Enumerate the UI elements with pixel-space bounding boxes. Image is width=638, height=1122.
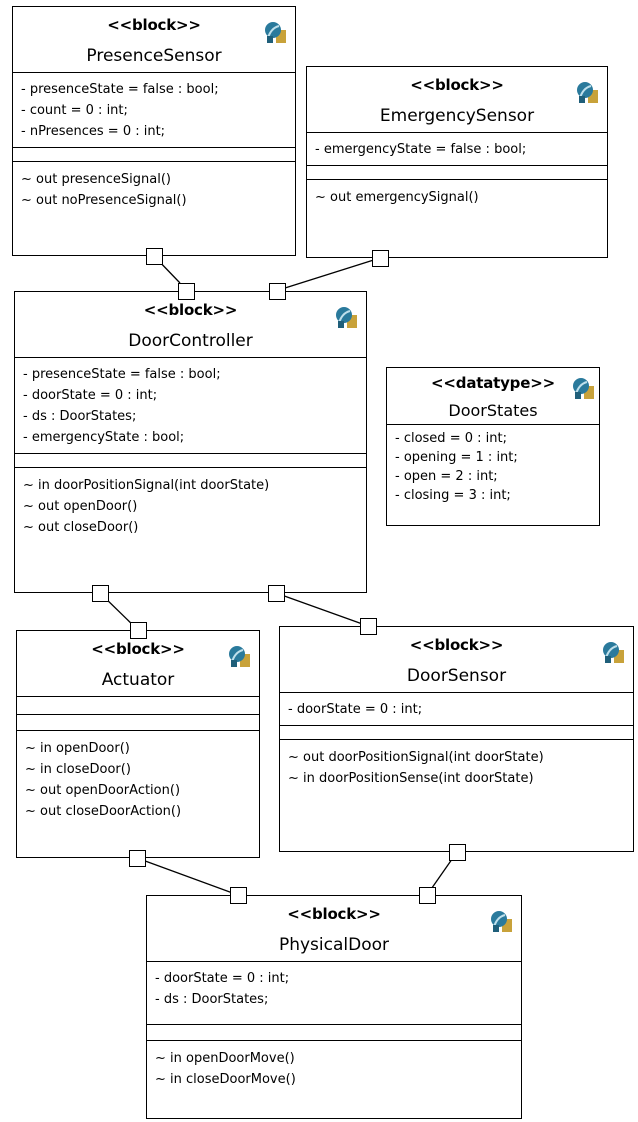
block-name: Actuator: [101, 670, 175, 690]
operation-line: ~ out presenceSignal(): [21, 172, 171, 187]
operation-line: ~ out doorPositionSignal(int doorState): [288, 750, 544, 765]
block-name: DoorController: [128, 331, 253, 351]
attribute-line: - closing = 3 : int;: [395, 488, 511, 503]
block-header: <<datatype>> DoorStates: [387, 368, 599, 425]
datatype-door-states[interactable]: <<datatype>> DoorStates - closed = 0 : i…: [386, 367, 600, 526]
block-name: DoorStates: [448, 401, 538, 420]
block-name: DoorSensor: [406, 666, 507, 686]
block-stereotype: <<block>>: [409, 636, 504, 654]
attribute-line: - ds : DoorStates;: [23, 409, 137, 424]
port-physicaldoor-actuator[interactable]: [230, 887, 247, 904]
attribute-line: - doorState = 0 : int;: [288, 702, 423, 717]
block-operations: ~ in openDoorMove() ~ in closeDoorMove(): [147, 1041, 521, 1095]
block-name: PresenceSensor: [86, 46, 222, 66]
port-controller-presence[interactable]: [178, 283, 195, 300]
class-icon: [265, 22, 286, 43]
operation-line: ~ out noPresenceSignal(): [21, 193, 187, 208]
connector-actuator-physicaldoor[interactable]: [136, 857, 239, 896]
block-separator: [17, 715, 259, 731]
block-name: EmergencySensor: [379, 106, 535, 126]
port-controller-emergency[interactable]: [269, 283, 286, 300]
block-stereotype: <<block>>: [410, 76, 504, 94]
attribute-line: - presenceState = false : bool;: [23, 367, 221, 382]
block-header: <<block>> PhysicalDoor: [147, 896, 521, 962]
operation-line: ~ out openDoorAction(): [25, 783, 181, 798]
block-presence-sensor[interactable]: <<block>> PresenceSensor - presenceState…: [12, 6, 296, 256]
operation-line: ~ in closeDoor(): [25, 762, 131, 777]
block-actuator[interactable]: <<block>> Actuator ~ in openDoor() ~ in …: [16, 630, 260, 858]
class-icon: [573, 378, 594, 399]
block-stereotype: <<block>>: [107, 16, 201, 34]
operation-line: ~ out closeDoor(): [23, 520, 139, 535]
port-controller-actuator[interactable]: [92, 585, 109, 602]
block-header: <<block>> EmergencySensor: [307, 67, 607, 133]
block-attributes: - doorState = 0 : int;: [280, 693, 633, 726]
attribute-line: - count = 0 : int;: [21, 103, 128, 118]
block-separator: [13, 148, 295, 162]
block-operations: ~ out presenceSignal() ~ out noPresenceS…: [13, 162, 295, 216]
block-attributes: - emergencyState = false : bool;: [307, 133, 607, 166]
block-attributes-empty: [17, 697, 259, 715]
attribute-line: - presenceState = false : bool;: [21, 82, 219, 97]
attribute-line: - closed = 0 : int;: [395, 431, 507, 446]
operation-line: ~ out emergencySignal(): [315, 190, 479, 205]
operation-line: ~ in openDoorMove(): [155, 1051, 295, 1066]
class-icon: [491, 911, 512, 932]
connector-emergency-controller[interactable]: [284, 257, 381, 289]
block-stereotype: <<block>>: [143, 301, 238, 319]
attribute-line: - emergencyState : bool;: [23, 430, 185, 445]
block-stereotype: <<block>>: [91, 640, 185, 658]
port-actuator-controller[interactable]: [130, 622, 147, 639]
block-stereotype: <<datatype>>: [431, 374, 555, 392]
operation-line: ~ out closeDoorAction(): [25, 804, 182, 819]
port-physicaldoor-doorsensor[interactable]: [419, 887, 436, 904]
port-doorsensor-controller[interactable]: [360, 618, 377, 635]
connector-controller-doorsensor[interactable]: [275, 592, 369, 627]
block-attributes: - presenceState = false : bool; - count …: [13, 73, 295, 148]
attribute-line: - emergencyState = false : bool;: [315, 142, 527, 157]
class-icon: [229, 646, 250, 667]
block-door-controller[interactable]: <<block>> DoorController - presenceState…: [14, 291, 367, 593]
block-attributes: - closed = 0 : int; - opening = 1 : int;…: [387, 425, 599, 510]
block-operations: ~ in openDoor() ~ in closeDoor() ~ out o…: [17, 731, 259, 827]
block-name: PhysicalDoor: [278, 935, 390, 955]
port-doorsensor-physicaldoor[interactable]: [449, 844, 466, 861]
block-separator: [147, 1025, 521, 1041]
port-presence-sensor[interactable]: [146, 248, 163, 265]
attribute-line: - open = 2 : int;: [395, 469, 498, 484]
attribute-line: - doorState = 0 : int;: [155, 971, 290, 986]
port-controller-doorsensor[interactable]: [268, 585, 285, 602]
operation-line: ~ in closeDoorMove(): [155, 1072, 296, 1087]
class-icon: [603, 642, 624, 663]
attribute-line: - opening = 1 : int;: [395, 450, 518, 465]
block-emergency-sensor[interactable]: <<block>> EmergencySensor - emergencySta…: [306, 66, 608, 258]
operation-line: ~ out openDoor(): [23, 499, 138, 514]
block-header: <<block>> PresenceSensor: [13, 7, 295, 73]
block-header: <<block>> DoorSensor: [280, 627, 633, 693]
block-stereotype: <<block>>: [287, 905, 381, 923]
operation-line: ~ in openDoor(): [25, 741, 130, 756]
operation-line: ~ in doorPositionSignal(int doorState): [23, 478, 270, 493]
operation-line: ~ in doorPositionSense(int doorState): [288, 771, 534, 786]
block-header: <<block>> DoorController: [15, 292, 366, 358]
attribute-line: - doorState = 0 : int;: [23, 388, 158, 403]
block-operations: ~ out doorPositionSignal(int doorState) …: [280, 740, 633, 794]
attribute-line: - nPresences = 0 : int;: [21, 124, 166, 139]
block-separator: [307, 166, 607, 180]
block-operations: ~ out emergencySignal(): [307, 180, 607, 213]
block-attributes: - doorState = 0 : int; - ds : DoorStates…: [147, 962, 521, 1025]
block-separator: [15, 454, 366, 468]
block-door-sensor[interactable]: <<block>> DoorSensor - doorState = 0 : i…: [279, 626, 634, 852]
port-emergency-sensor[interactable]: [372, 250, 389, 267]
block-physical-door[interactable]: <<block>> PhysicalDoor - doorState = 0 :…: [146, 895, 522, 1119]
block-header: <<block>> Actuator: [17, 631, 259, 697]
port-actuator-physicaldoor[interactable]: [129, 850, 146, 867]
class-icon: [336, 307, 357, 328]
block-operations: ~ in doorPositionSignal(int doorState) ~…: [15, 468, 366, 543]
block-separator: [280, 726, 633, 740]
class-icon: [577, 82, 598, 103]
block-attributes: - presenceState = false : bool; - doorSt…: [15, 358, 366, 454]
attribute-line: - ds : DoorStates;: [155, 992, 269, 1007]
